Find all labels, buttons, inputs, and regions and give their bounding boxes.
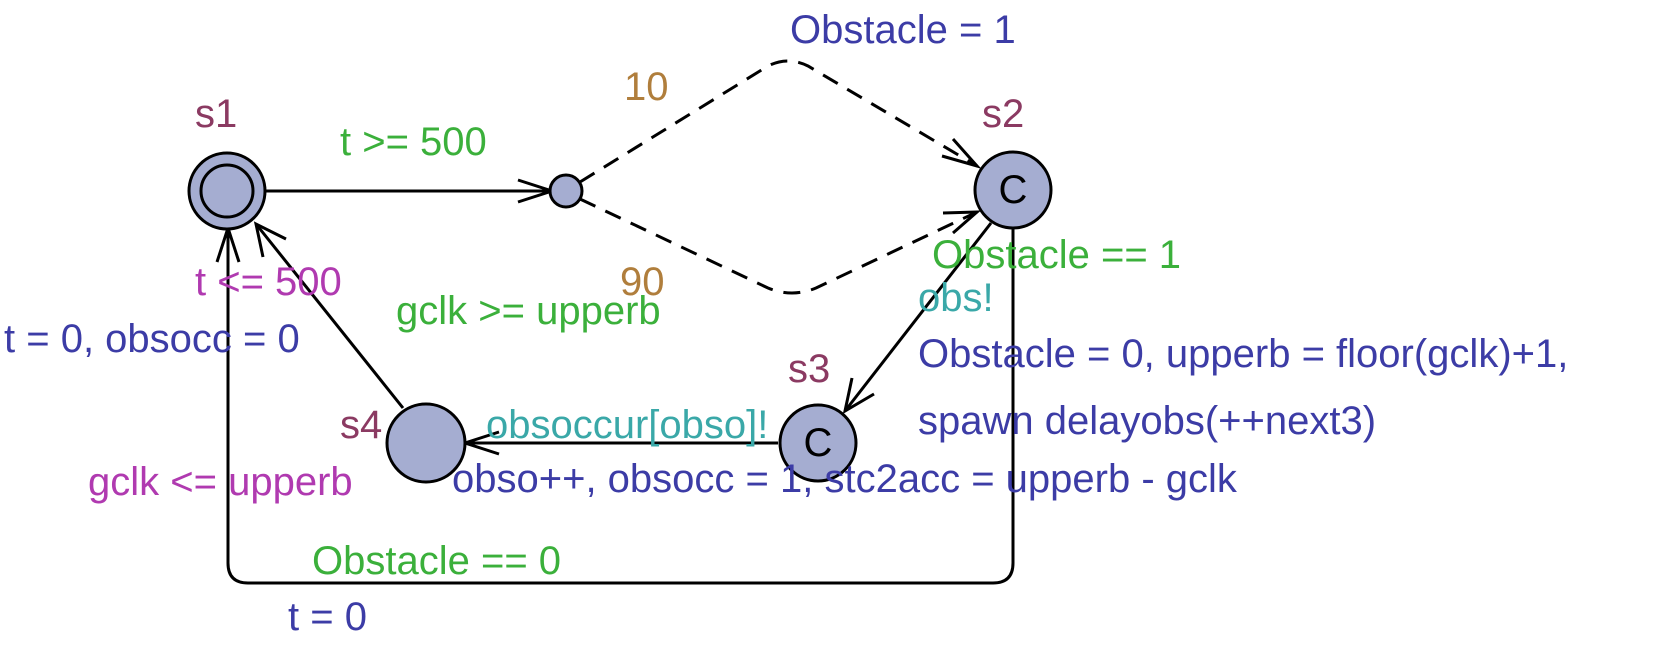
guard-s1-to-branch: t >= 500 — [340, 120, 487, 164]
probability-top: 10 — [624, 65, 669, 109]
edges — [215, 59, 1015, 585]
labels: s1 s2 s3 s4 t <= 500 gclk <= upperb t >=… — [4, 8, 1568, 639]
arrowhead-s1-diag — [253, 221, 287, 258]
location-name-s4: s4 — [340, 403, 382, 447]
arrowhead-s2-top — [941, 138, 982, 169]
probability-bottom: 90 — [620, 260, 665, 304]
committed-marker-s3: C — [804, 421, 833, 465]
location-s2[interactable]: C — [973, 150, 1053, 230]
guard-s2-to-s1: Obstacle == 0 — [312, 539, 561, 583]
arrowhead-s3 — [842, 377, 875, 415]
edge-s4-to-s1 — [254, 223, 405, 409]
sync-s2-to-s3: obs! — [918, 276, 994, 320]
edge-s2-to-s3 — [843, 222, 993, 412]
location-s1[interactable] — [187, 151, 267, 231]
arrowhead-s2-bottom — [942, 210, 982, 235]
edge-s2-to-s1 — [226, 226, 1015, 585]
committed-marker-s2: C — [999, 168, 1028, 212]
location-s2-circle — [973, 150, 1053, 230]
invariant-s4: gclk <= upperb — [88, 460, 353, 504]
invariant-s1: t <= 500 — [195, 260, 342, 304]
location-name-s3: s3 — [788, 347, 830, 391]
location-s3-circle — [778, 403, 858, 483]
location-s3[interactable]: C — [778, 403, 858, 483]
update-s2-to-s3-line2: spawn delayobs(++next3) — [918, 399, 1376, 443]
location-s4[interactable] — [385, 402, 467, 484]
update-s4-to-s1: t = 0, obsocc = 0 — [4, 317, 300, 361]
edge-branch-to-s2-bottom — [579, 197, 978, 295]
guard-s4-to-s1: gclk >= upperb — [396, 289, 661, 333]
location-name-s1: s1 — [195, 92, 237, 136]
guard-s2-to-s3: Obstacle == 1 — [932, 233, 1181, 277]
initial-marker — [199, 163, 255, 219]
location-name-s2: s2 — [982, 92, 1024, 136]
update-branch-top: Obstacle = 1 — [790, 8, 1016, 52]
update-s3-to-s4: obso++, obsocc = 1, stc2acc = upperb - g… — [452, 457, 1238, 501]
branch-point[interactable] — [548, 173, 584, 209]
edge-branch-to-s2-top — [579, 59, 978, 184]
update-s2-to-s1: t = 0 — [288, 595, 367, 639]
update-s2-to-s3-line1: Obstacle = 0, upperb = floor(gclk)+1, — [918, 332, 1568, 376]
sync-s3-to-s4: obsoccur[obso]! — [486, 403, 768, 447]
